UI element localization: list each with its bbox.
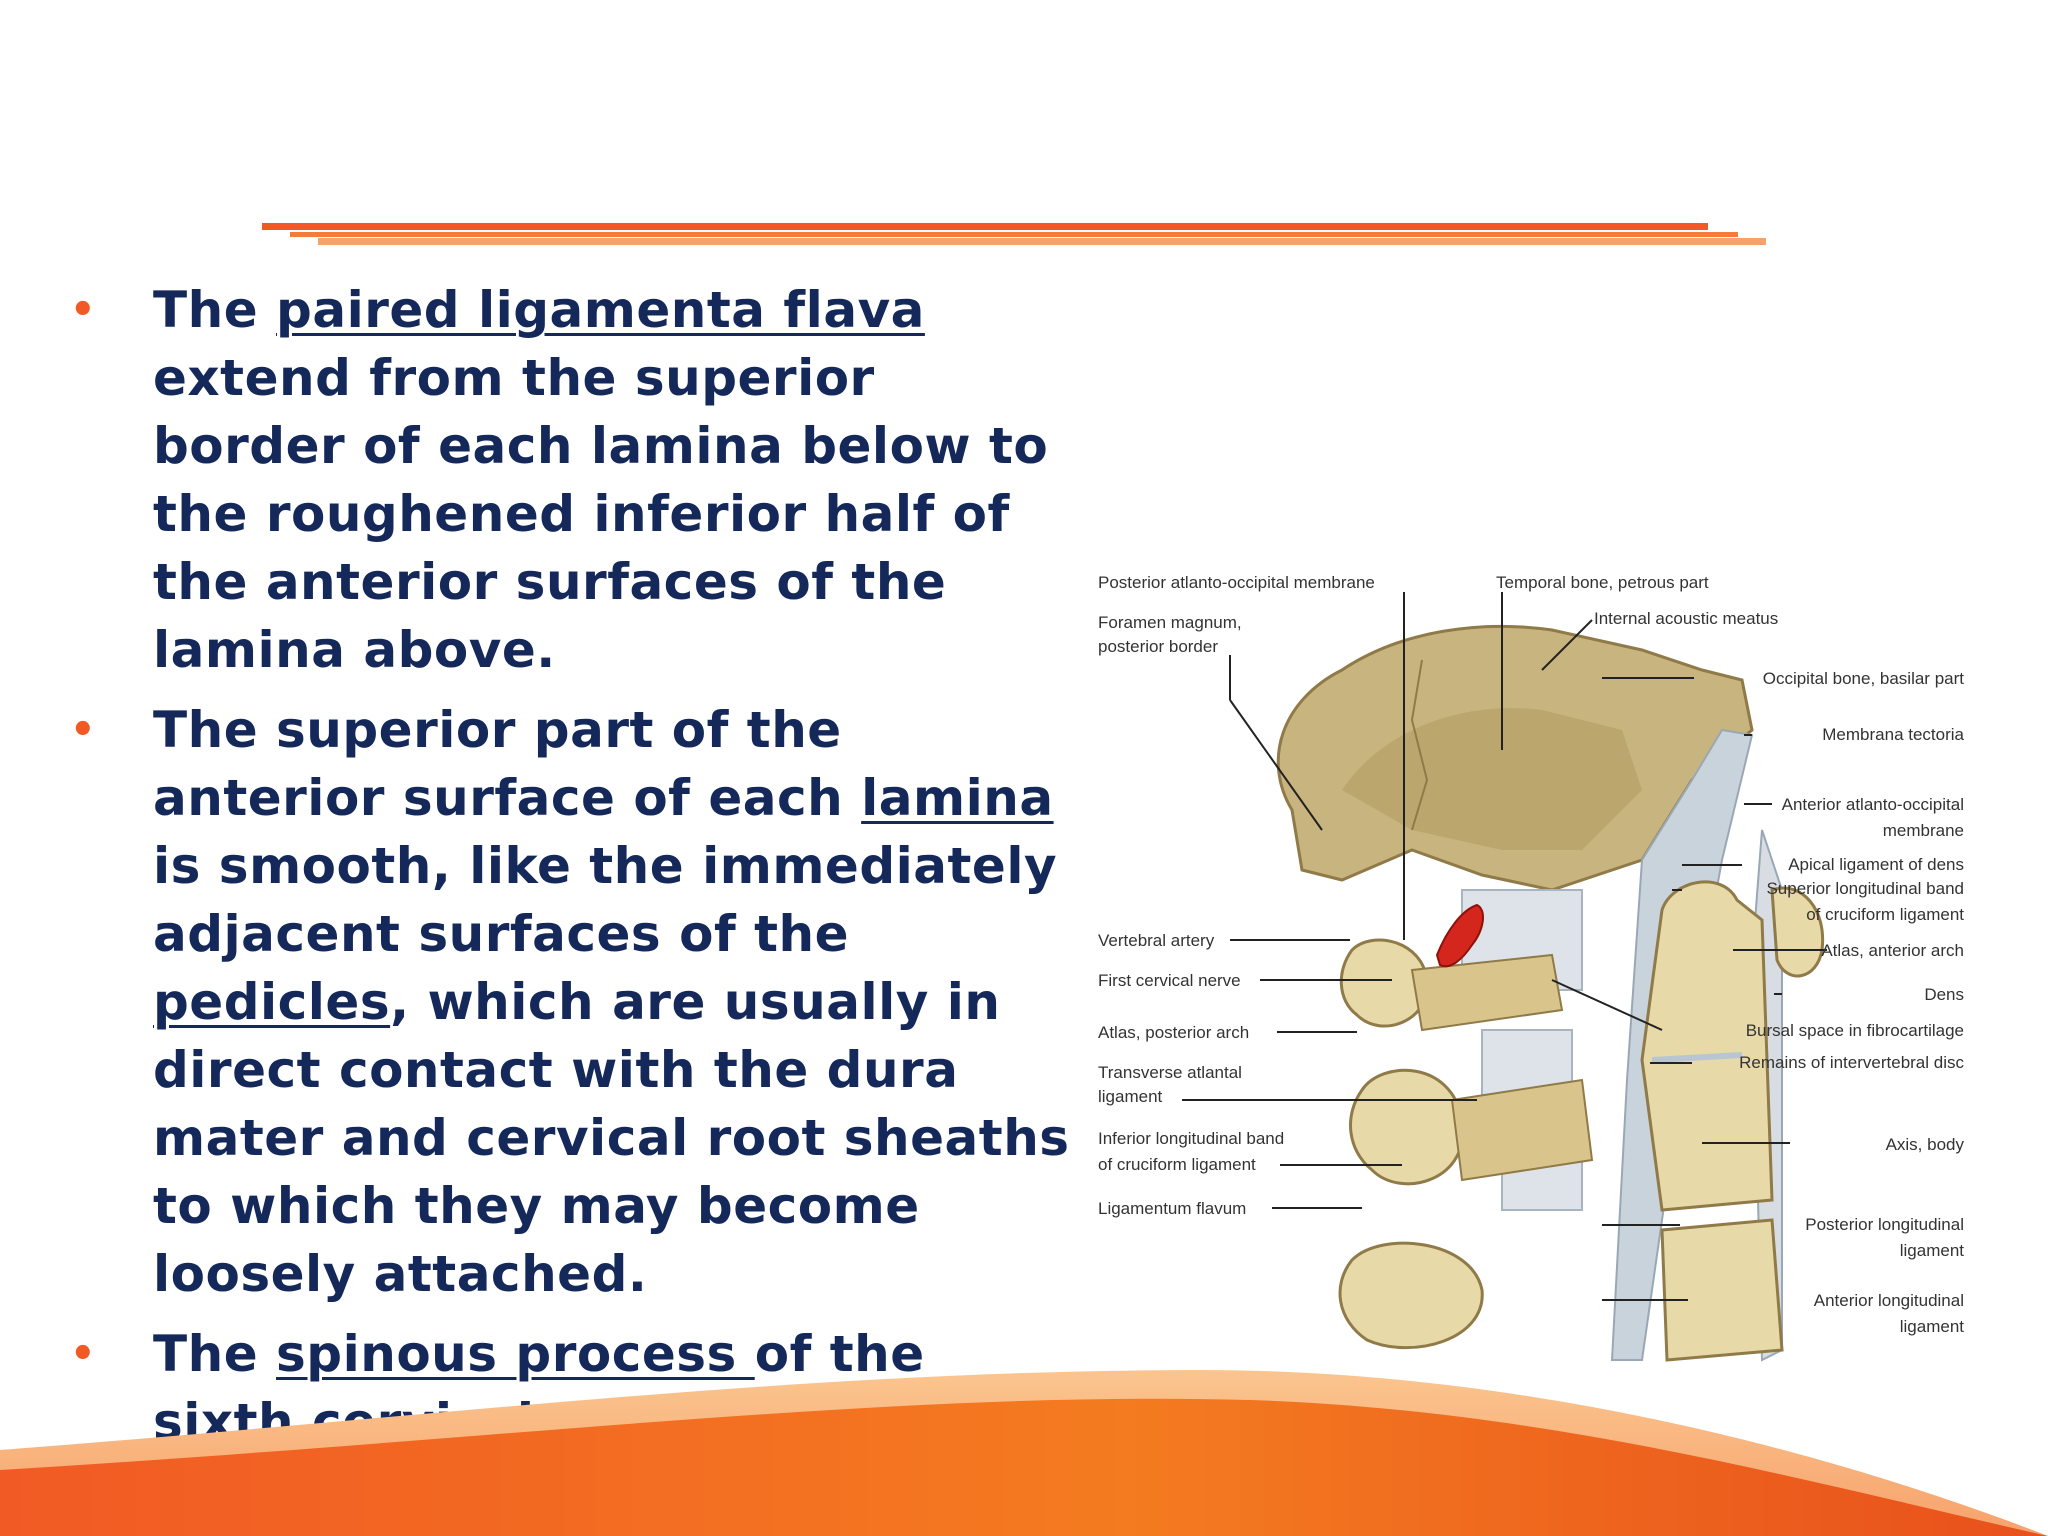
bullet-text: is smooth, like the immediately adjacent… bbox=[153, 837, 1058, 963]
axis-body-and-dens-shape bbox=[1640, 880, 1774, 1212]
bullet-text: The superior part of the anterior surfac… bbox=[153, 701, 862, 827]
intervertebral-disc-remains-shape bbox=[1651, 1052, 1743, 1063]
bottom-decorative-wave bbox=[0, 1370, 2048, 1536]
c3-body-shape bbox=[1660, 1218, 1784, 1362]
bullet-dot-icon: • bbox=[70, 287, 97, 333]
label-foramen-magnum-line1: Foramen magnum, bbox=[1098, 613, 1242, 632]
label-internal-acoustic-meatus: Internal acoustic meatus bbox=[1594, 609, 1778, 628]
label-anterior-atlanto-occipital-line2: membrane bbox=[1883, 821, 1964, 840]
vertebral-artery-shape bbox=[1435, 903, 1484, 968]
label-vertebral-artery: Vertebral artery bbox=[1098, 931, 1215, 950]
label-posterior-atlanto-occipital-membrane: Posterior atlanto-occipital membrane bbox=[1098, 573, 1375, 592]
bullet-text: , which are usually in direct contact wi… bbox=[153, 973, 1070, 1303]
label-inferior-longitudinal-band-line2: of cruciform ligament bbox=[1098, 1155, 1256, 1174]
label-intervertebral-disc-remains: Remains of intervertebral disc bbox=[1739, 1053, 1964, 1072]
bullet-dot-icon: • bbox=[70, 707, 97, 753]
label-foramen-magnum-line2: posterior border bbox=[1098, 637, 1218, 656]
craniovertebral-section-illustration: Posterior atlanto-occipital membrane For… bbox=[1098, 573, 1965, 1362]
wave-main-band bbox=[0, 1398, 2048, 1536]
link-lamina[interactable]: lamina bbox=[861, 769, 1054, 827]
figure-labels-left: Posterior atlanto-occipital membrane For… bbox=[1098, 573, 1375, 1218]
bullet-text: The bbox=[153, 281, 277, 339]
figure-labels-right: Temporal bone, petrous part Internal aco… bbox=[1496, 573, 1965, 1336]
bullet-dot-icon: • bbox=[70, 1331, 97, 1377]
anatomy-figure: Posterior atlanto-occipital membrane For… bbox=[1082, 560, 1968, 1380]
label-dens: Dens bbox=[1924, 985, 1964, 1004]
label-atlas-posterior-arch: Atlas, posterior arch bbox=[1098, 1023, 1249, 1042]
label-axis-body: Axis, body bbox=[1886, 1135, 1965, 1154]
title-rule-bottom bbox=[318, 238, 1766, 245]
label-bursal-space: Bursal space in fibrocartilage bbox=[1746, 1021, 1964, 1040]
label-atlas-anterior-arch: Atlas, anterior arch bbox=[1821, 941, 1964, 960]
label-posterior-longitudinal-line1: Posterior longitudinal bbox=[1805, 1215, 1964, 1234]
label-superior-longitudinal-band-line2: of cruciform ligament bbox=[1806, 905, 1964, 924]
bullet-text: extend from the superior border of each … bbox=[153, 349, 1049, 679]
label-anterior-longitudinal-line1: Anterior longitudinal bbox=[1814, 1291, 1964, 1310]
label-occipital-bone-basilar: Occipital bone, basilar part bbox=[1763, 669, 1965, 688]
label-temporal-bone: Temporal bone, petrous part bbox=[1496, 573, 1709, 592]
title-rule-top bbox=[262, 223, 1708, 230]
label-first-cervical-nerve: First cervical nerve bbox=[1098, 971, 1241, 990]
label-membrana-tectoria: Membrana tectoria bbox=[1822, 725, 1964, 744]
title-rule-middle bbox=[290, 232, 1738, 237]
link-pedicles[interactable]: pedicles bbox=[153, 973, 391, 1031]
label-anterior-atlanto-occipital-line1: Anterior atlanto-occipital bbox=[1782, 795, 1964, 814]
bullet-item-ligamenta-flava: • The paired ligamenta flava extend from… bbox=[70, 276, 1070, 684]
link-spinous-process[interactable]: spinous process bbox=[276, 1325, 755, 1383]
label-superior-longitudinal-band-line1: Superior longitudinal band bbox=[1766, 879, 1964, 898]
axis-lamina-shape bbox=[1450, 1078, 1594, 1182]
label-inferior-longitudinal-band-line1: Inferior longitudinal band bbox=[1098, 1129, 1284, 1148]
label-anterior-longitudinal-line2: ligament bbox=[1900, 1317, 1965, 1336]
link-paired-ligamenta-flava[interactable]: paired ligamenta flava bbox=[276, 281, 925, 339]
axis-spinous-process-shape bbox=[1349, 1068, 1465, 1186]
leader-lines bbox=[1182, 592, 1827, 1301]
c3-spinous-process-shape bbox=[1338, 1241, 1484, 1350]
label-ligamentum-flavum: Ligamentum flavum bbox=[1098, 1199, 1246, 1218]
atlas-arch-body-shape bbox=[1410, 953, 1564, 1032]
label-posterior-longitudinal-line2: ligament bbox=[1900, 1241, 1965, 1260]
skull-crack-line bbox=[1410, 659, 1429, 831]
atlas-anterior-arch-shape bbox=[1770, 886, 1825, 978]
bullet-text: The bbox=[153, 1325, 277, 1383]
bullet-item-lamina: • The superior part of the anterior surf… bbox=[70, 696, 1070, 1308]
label-apical-ligament-of-dens: Apical ligament of dens bbox=[1788, 855, 1964, 874]
label-transverse-atlantal-line1: Transverse atlantal bbox=[1098, 1063, 1242, 1082]
label-transverse-atlantal-line2: ligament bbox=[1098, 1087, 1163, 1106]
atlas-posterior-arch-shape bbox=[1339, 938, 1429, 1028]
